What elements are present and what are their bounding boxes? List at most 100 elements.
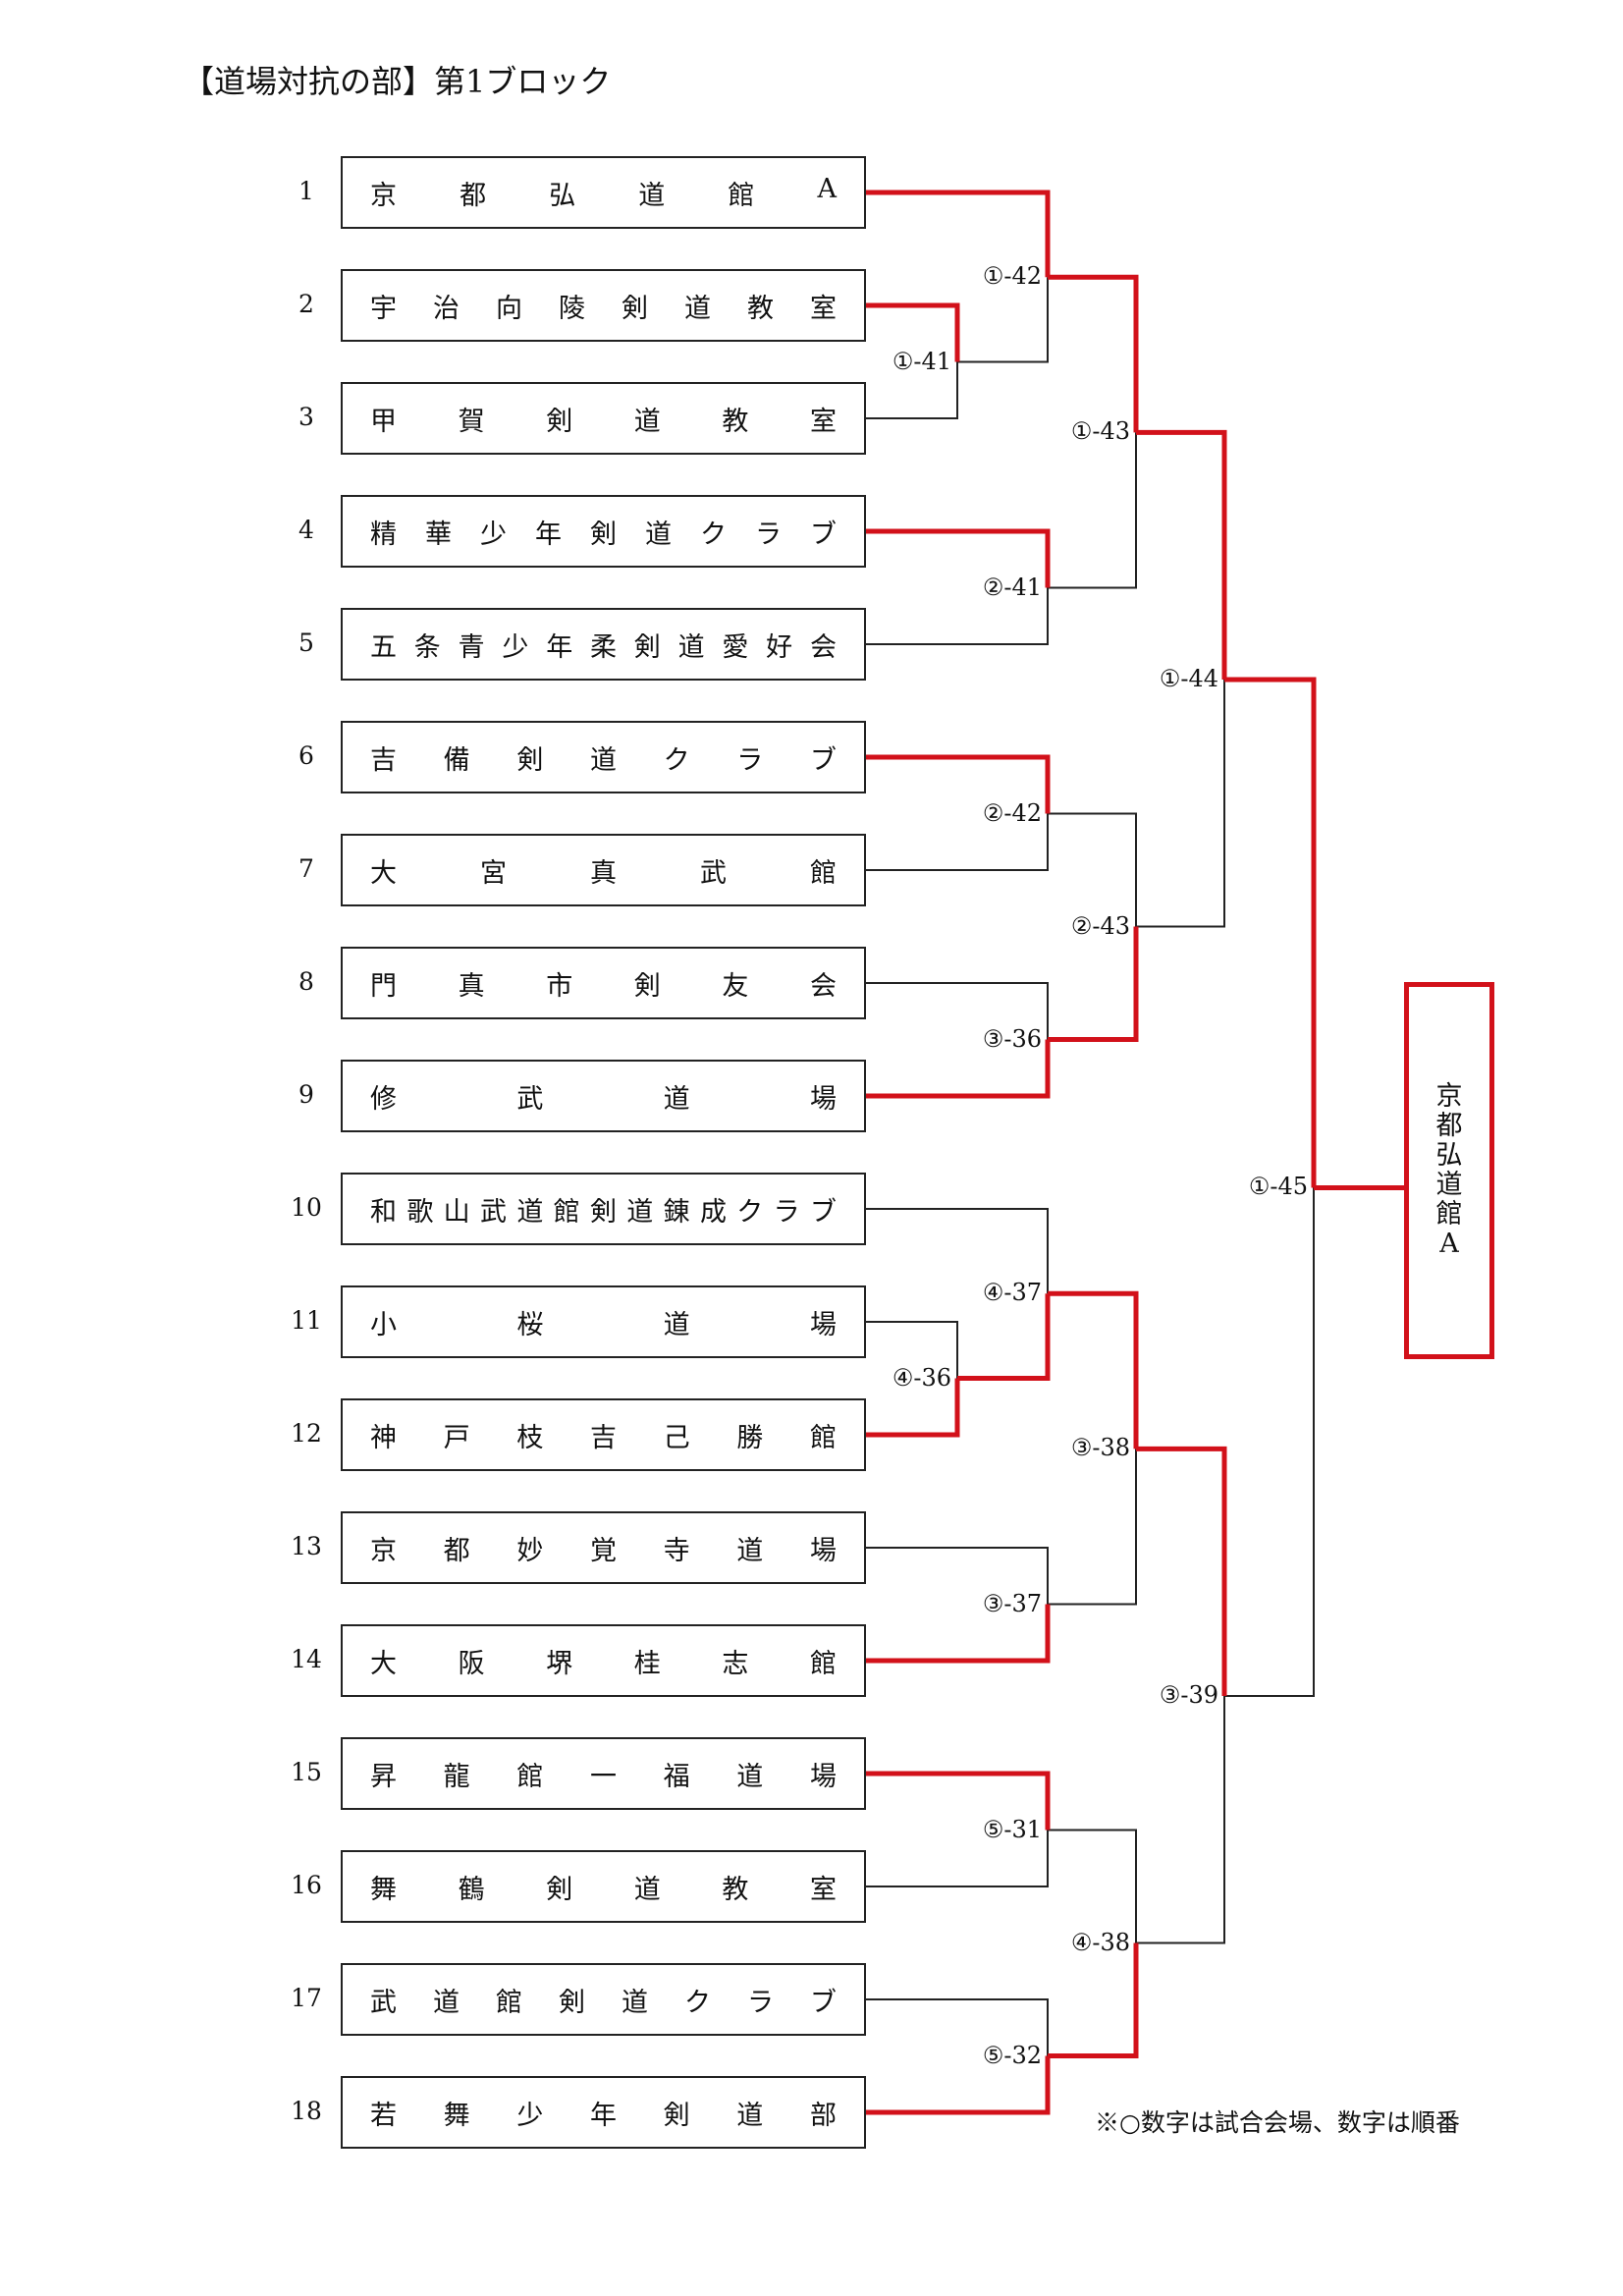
winner-path xyxy=(1048,1942,1139,2058)
team-seed-number: 11 xyxy=(291,1306,322,1335)
team-name: 甲賀剣道教室 xyxy=(370,406,837,437)
team-box: 舞鶴剣道教室 xyxy=(341,1850,866,1923)
bracket-line xyxy=(866,1321,958,1379)
winner-path xyxy=(1048,274,1139,433)
team-box: 小桜道場 xyxy=(341,1285,866,1358)
team-name: 修武道場 xyxy=(370,1083,837,1115)
champion-name-char: 道 xyxy=(1435,1170,1463,1200)
team-name: 若舞少年剣道部 xyxy=(370,2100,837,2131)
team-seed-number: 6 xyxy=(298,741,314,770)
winner-path xyxy=(1048,1290,1139,1449)
match-label: ①-43 xyxy=(1070,417,1130,446)
team-name: 五条青少年柔剣道愛好会 xyxy=(370,631,837,663)
team-box: 甲賀剣道教室 xyxy=(341,382,866,455)
team-name: 京都妙覚寺道場 xyxy=(370,1535,837,1566)
team-box: 五条青少年柔剣道愛好会 xyxy=(341,608,866,681)
match-label: ①-41 xyxy=(892,347,951,375)
team-box: 門真市剣友会 xyxy=(341,947,866,1019)
team-name: 大宮真武館 xyxy=(370,857,837,889)
team-name: 神戸枝吉己勝館 xyxy=(370,1422,837,1453)
match-label: ③-39 xyxy=(1159,1680,1218,1709)
team-box: 精華少年剣道クラブ xyxy=(341,495,866,568)
team-box: 大宮真武館 xyxy=(341,834,866,906)
team-name: 宇治向陵剣道教室 xyxy=(370,293,837,324)
bracket-line xyxy=(1048,812,1137,927)
page-title: 【道場対抗の部】第1ブロック xyxy=(183,63,612,100)
team-box: 神戸枝吉己勝館 xyxy=(341,1398,866,1471)
team-seed-number: 8 xyxy=(298,967,314,996)
bracket-line xyxy=(1136,1695,1225,1944)
team-seed-number: 1 xyxy=(298,177,314,205)
team-name: 精華少年剣道クラブ xyxy=(370,519,837,550)
team-box: 武道館剣道クラブ xyxy=(341,1963,866,2036)
bracket-line xyxy=(866,1998,1049,2056)
team-box: 昇龍館一福道場 xyxy=(341,1737,866,1810)
match-label: ④-36 xyxy=(892,1363,951,1392)
winner-path xyxy=(866,1378,960,1438)
team-seed-number: 2 xyxy=(298,290,314,318)
team-seed-number: 5 xyxy=(298,629,314,657)
winner-path xyxy=(1048,926,1139,1042)
bracket-line xyxy=(1224,1187,1315,1697)
match-label: ③-37 xyxy=(982,1589,1042,1617)
team-box: 吉備剣道クラブ xyxy=(341,721,866,793)
team-seed-number: 17 xyxy=(291,1984,322,2012)
winner-path xyxy=(866,302,960,362)
team-seed-number: 14 xyxy=(291,1645,322,1673)
champion-name-char: 弘 xyxy=(1435,1140,1463,1171)
bracket-line xyxy=(1048,1829,1137,1943)
team-box: 若舞少年剣道部 xyxy=(341,2076,866,2149)
team-name: 和歌山武道館剣道錬成クラブ xyxy=(370,1196,837,1228)
team-seed-number: 10 xyxy=(291,1193,322,1222)
match-label: ⑤-31 xyxy=(982,1815,1042,1843)
winner-path xyxy=(866,2055,1051,2115)
bracket-line xyxy=(957,277,1049,363)
team-seed-number: 13 xyxy=(291,1532,322,1560)
bracket-line xyxy=(866,1208,1049,1294)
winner-path xyxy=(866,1771,1051,1831)
team-box: 宇治向陵剣道教室 xyxy=(341,269,866,342)
winner-path xyxy=(1136,429,1227,680)
bracket-line xyxy=(866,1830,1049,1887)
team-seed-number: 4 xyxy=(298,516,314,544)
bracket-line xyxy=(866,361,958,419)
match-label: ①-42 xyxy=(982,262,1042,291)
match-label: ③-36 xyxy=(982,1024,1042,1053)
winner-path xyxy=(957,1293,1051,1381)
team-seed-number: 9 xyxy=(298,1080,314,1109)
team-name: 門真市剣友会 xyxy=(370,970,837,1002)
match-label: ②-41 xyxy=(982,573,1042,601)
legend-note: ※○数字は試合会場、数字は順番 xyxy=(1095,2108,1460,2137)
bracket-line xyxy=(866,813,1049,871)
match-label: ②-42 xyxy=(982,798,1042,827)
team-name: 舞鶴剣道教室 xyxy=(370,1874,837,1905)
match-label: ④-37 xyxy=(982,1279,1042,1307)
team-name: 小桜道場 xyxy=(370,1309,837,1340)
champion-name-char: A xyxy=(1439,1229,1459,1259)
winner-path xyxy=(866,1039,1051,1099)
team-box: 京都妙覚寺道場 xyxy=(341,1511,866,1584)
bracket-line xyxy=(1048,432,1137,589)
team-box: 和歌山武道館剣道錬成クラブ xyxy=(341,1173,866,1245)
team-seed-number: 3 xyxy=(298,403,314,431)
winner-path xyxy=(866,190,1051,278)
team-seed-number: 18 xyxy=(291,2097,322,2125)
match-label: ②-43 xyxy=(1070,911,1130,940)
bracket-line xyxy=(1048,1449,1137,1606)
team-name: 大阪堺桂志館 xyxy=(370,1648,837,1679)
bracket-line xyxy=(1136,679,1225,928)
winner-path xyxy=(1136,1446,1227,1696)
team-name: 昇龍館一福道場 xyxy=(370,1761,837,1792)
champion-name-char: 都 xyxy=(1435,1111,1463,1141)
team-seed-number: 12 xyxy=(291,1419,322,1448)
match-label: ①-45 xyxy=(1248,1173,1308,1201)
team-name: 武道館剣道クラブ xyxy=(370,1987,837,2018)
winner-path xyxy=(866,1604,1051,1664)
team-seed-number: 16 xyxy=(291,1871,322,1899)
winner-path xyxy=(866,754,1051,814)
match-label: ④-38 xyxy=(1070,1928,1130,1956)
bracket-line xyxy=(866,587,1049,645)
